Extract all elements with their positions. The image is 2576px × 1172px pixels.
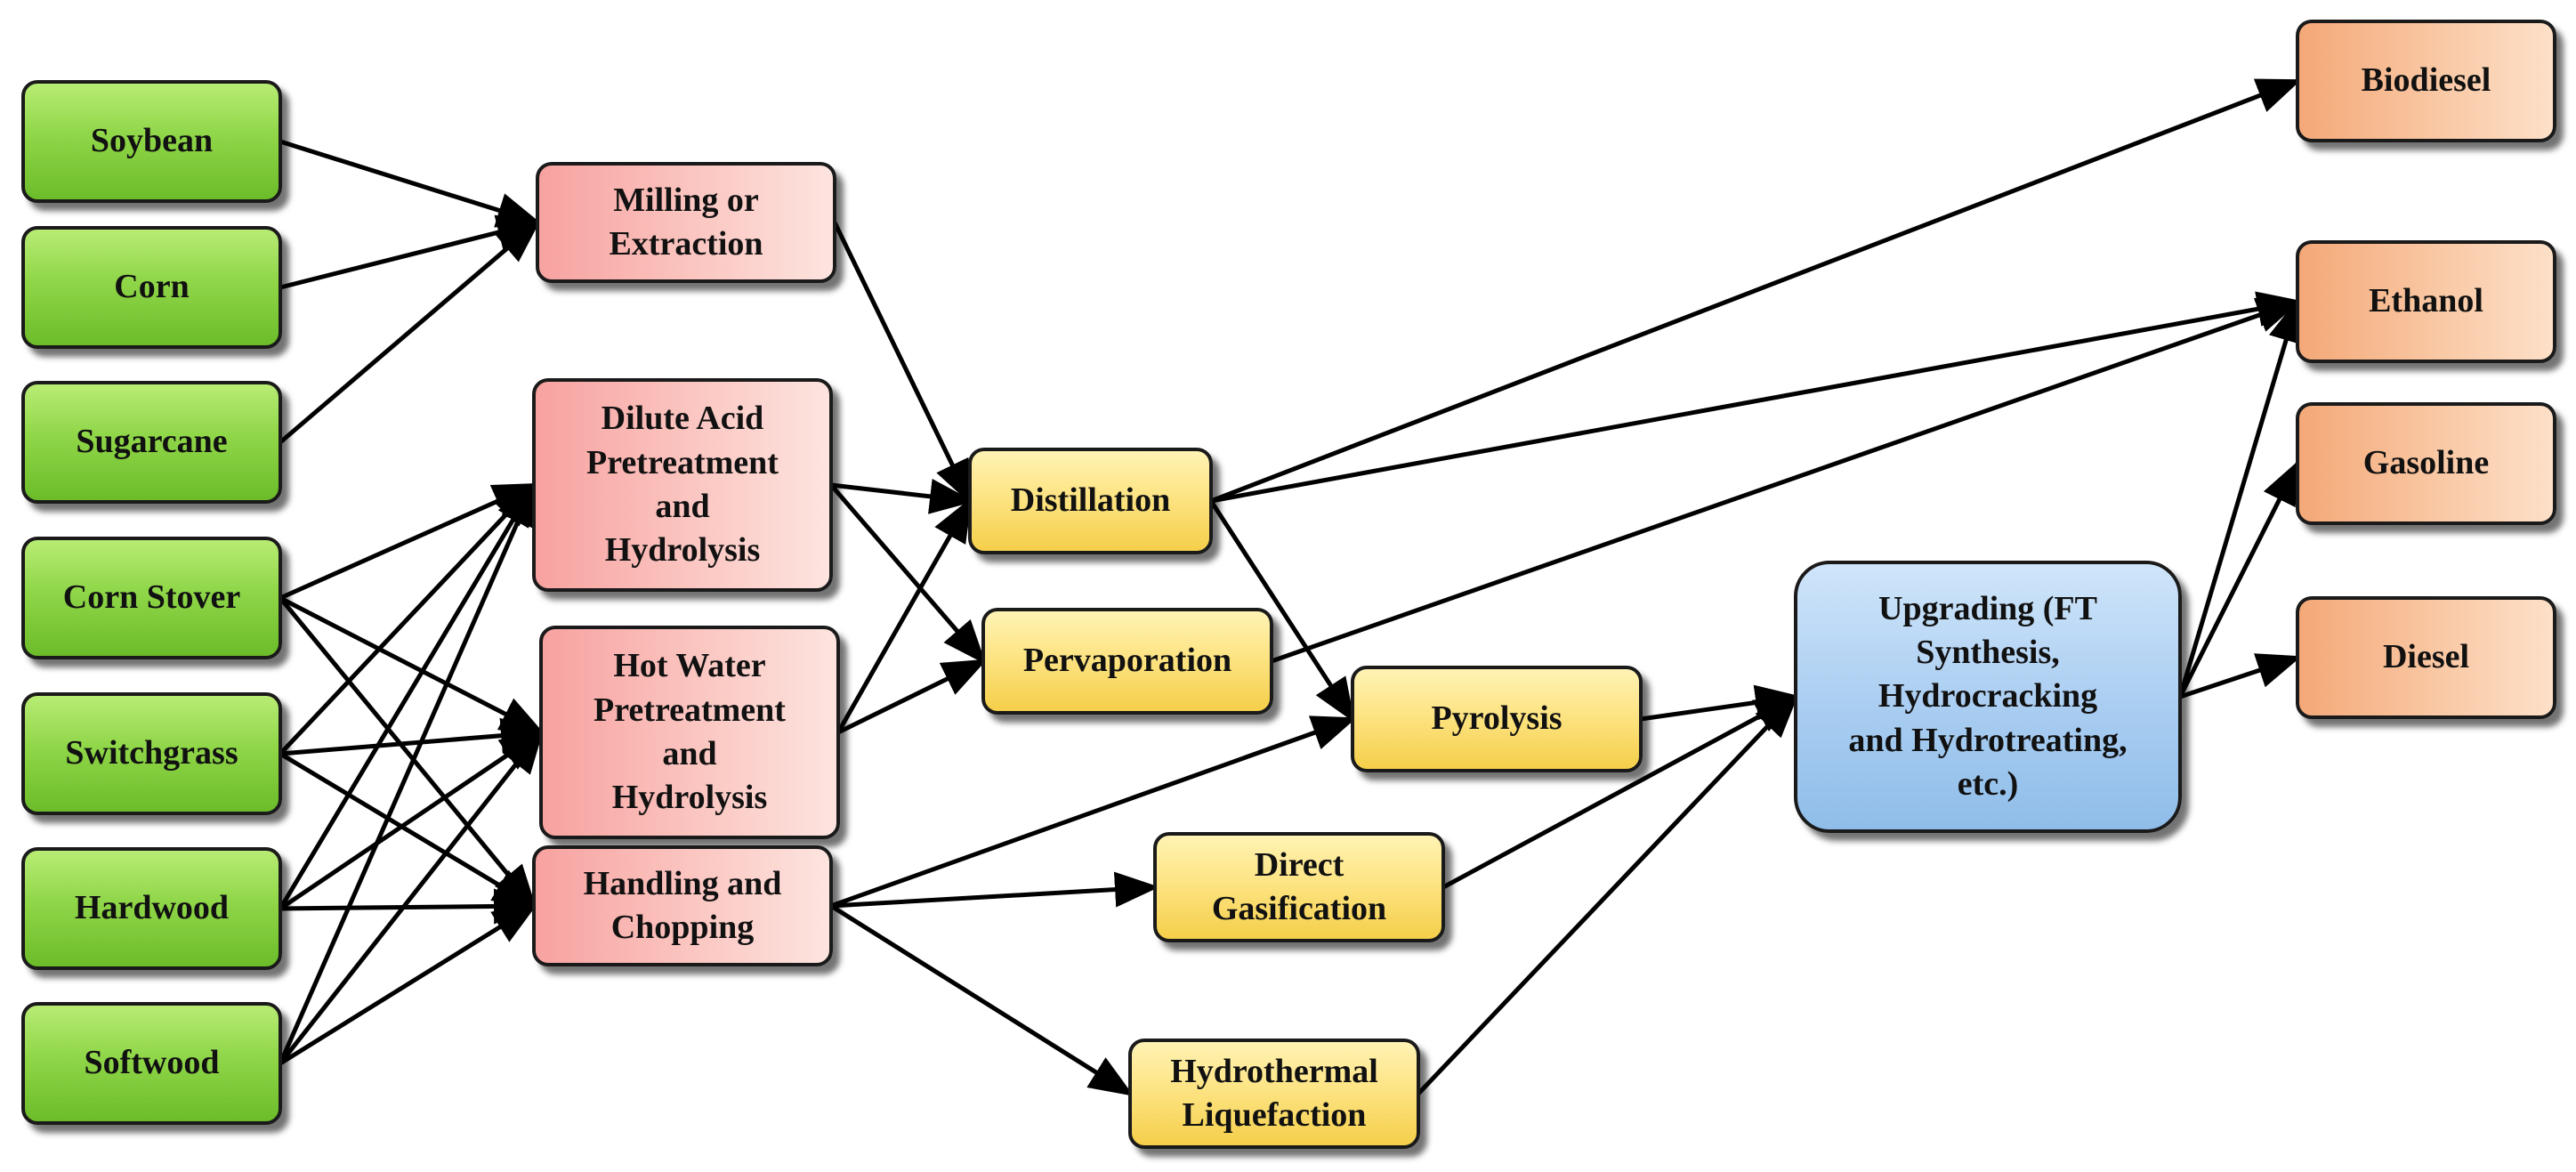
edge-sugarcane-to-milling [279, 219, 541, 444]
edge-hardwood-to-hot-water [279, 730, 545, 911]
edge-hot-water-to-distillation [836, 497, 973, 734]
node-soybean-label: Soybean [90, 122, 214, 160]
edge-switchgrass-to-dilute-acid [279, 481, 537, 756]
node-corn-stover: Corn Stover [21, 537, 282, 659]
node-diesel-label: Diesel [2382, 638, 2470, 676]
node-milling-label: Milling or Extraction [609, 181, 763, 263]
node-hardwood: Hardwood [21, 847, 282, 970]
node-pyrolysis: Pyrolysis [1351, 666, 1643, 772]
node-upgrading-label: Upgrading (FT Synthesis, Hydrocracking a… [1848, 589, 2128, 804]
edge-upgrading-to-diesel [2179, 653, 2302, 699]
edge-soybean-to-milling [279, 139, 542, 228]
edge-handling-to-hydrothermal [829, 903, 1135, 1096]
node-hydrothermal-label: Hydrothermal Liquefaction [1170, 1052, 1378, 1134]
node-switchgrass-label: Switchgrass [65, 734, 238, 772]
edge-upgrading-to-gasoline [2177, 459, 2300, 699]
edge-softwood-to-handling [279, 903, 538, 1066]
node-corn: Corn [21, 226, 282, 349]
node-softwood: Softwood [21, 1002, 282, 1125]
edge-switchgrass-to-hot-water [279, 717, 545, 756]
node-softwood-label: Softwood [84, 1044, 220, 1082]
edge-dilute-acid-to-distillation [830, 478, 974, 514]
node-upgrading: Upgrading (FT Synthesis, Hydrocracking a… [1794, 561, 2182, 833]
edge-distillation-to-biodiesel [1210, 78, 2302, 504]
edge-hot-water-to-pervaporation [836, 659, 988, 735]
edge-handling-to-direct-gasification [830, 871, 1159, 909]
node-pervaporation: Pervaporation [981, 608, 1273, 715]
edge-milling-to-distillation [832, 221, 973, 505]
node-direct-gasification: Direct Gasification [1153, 832, 1445, 942]
node-corn-label: Corn [114, 268, 190, 306]
node-biodiesel-label: Biodiesel [2361, 61, 2491, 100]
node-distillation-label: Distillation [1010, 481, 1171, 520]
node-dilute-acid-pretreatment: Dilute Acid Pretreatment and Hydrolysis [532, 378, 833, 592]
node-pyrolysis-label: Pyrolysis [1431, 699, 1563, 738]
node-biodiesel: Biodiesel [2296, 20, 2556, 142]
edge-corn-stover-to-dilute-acid [279, 482, 538, 601]
node-ethanol: Ethanol [2296, 240, 2556, 363]
edge-handling-to-pyrolysis [830, 715, 1357, 909]
node-sugarcane: Sugarcane [21, 381, 282, 504]
node-hot-water-pretreatment: Hot Water Pretreatment and Hydrolysis [539, 626, 840, 839]
edge-dilute-acid-to-pervaporation [829, 483, 987, 665]
node-switchgrass: Switchgrass [21, 692, 282, 815]
edge-hardwood-to-handling [279, 888, 538, 925]
node-hardwood-label: Hardwood [74, 889, 230, 927]
node-direct-gasification-label: Direct Gasification [1211, 845, 1387, 927]
node-sugarcane-label: Sugarcane [76, 423, 228, 461]
edge-upgrading-to-ethanol [2177, 297, 2304, 698]
edge-pervaporation-to-ethanol [1271, 298, 2302, 664]
edge-corn-to-milling [279, 214, 542, 290]
edge-switchgrass-to-handling [279, 751, 538, 909]
node-hot-water-label: Hot Water Pretreatment and Hydrolysis [594, 647, 786, 817]
edge-hydrothermal-to-upgrading [1417, 693, 1799, 1095]
node-hydrothermal-liquefaction: Hydrothermal Liquefaction [1128, 1039, 1420, 1149]
node-dilute-acid-label: Dilute Acid Pretreatment and Hydrolysis [586, 400, 779, 570]
node-handling-and-chopping: Handling and Chopping [532, 845, 833, 966]
node-distillation: Distillation [968, 448, 1213, 554]
node-corn-stover-label: Corn Stover [62, 578, 241, 617]
node-milling-or-extraction: Milling or Extraction [536, 162, 836, 283]
node-gasoline-label: Gasoline [2362, 444, 2490, 482]
edge-softwood-to-hot-water [279, 729, 545, 1065]
node-ethanol-label: Ethanol [2369, 282, 2483, 320]
edge-hardwood-to-dilute-acid [278, 481, 537, 910]
node-gasoline: Gasoline [2296, 402, 2556, 525]
edge-corn-stover-to-handling [279, 596, 537, 909]
edge-distillation-to-ethanol [1210, 291, 2302, 504]
node-diesel: Diesel [2296, 596, 2556, 719]
node-pervaporation-label: Pervaporation [1022, 642, 1232, 680]
node-handling-label: Handling and Chopping [583, 864, 782, 946]
node-soybean: Soybean [21, 80, 282, 203]
edge-direct-gasification-to-upgrading [1441, 694, 1800, 890]
edge-distillation-to-pyrolysis [1208, 499, 1355, 723]
edge-softwood-to-dilute-acid [278, 481, 537, 1065]
edge-corn-stover-to-hot-water [279, 595, 545, 735]
